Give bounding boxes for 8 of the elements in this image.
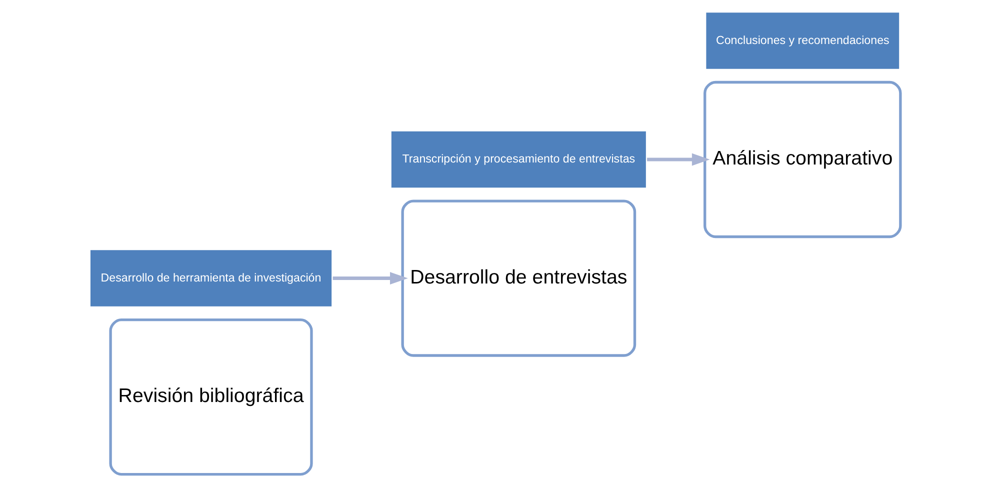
arrow [646,153,710,166]
node-box: Conclusiones y recomendaciones [704,10,900,71]
node-box: Revisión bibliográfica [108,318,312,476]
arrow [332,272,408,285]
node-box: Desarrollo de herramienta de investigación [88,248,333,308]
node-box: Desarrollo de entrevistas [400,200,636,357]
node-box: Transcripción y procesamiento de entrevistas [389,130,648,190]
node-box: Análisis comparativo [703,80,902,238]
